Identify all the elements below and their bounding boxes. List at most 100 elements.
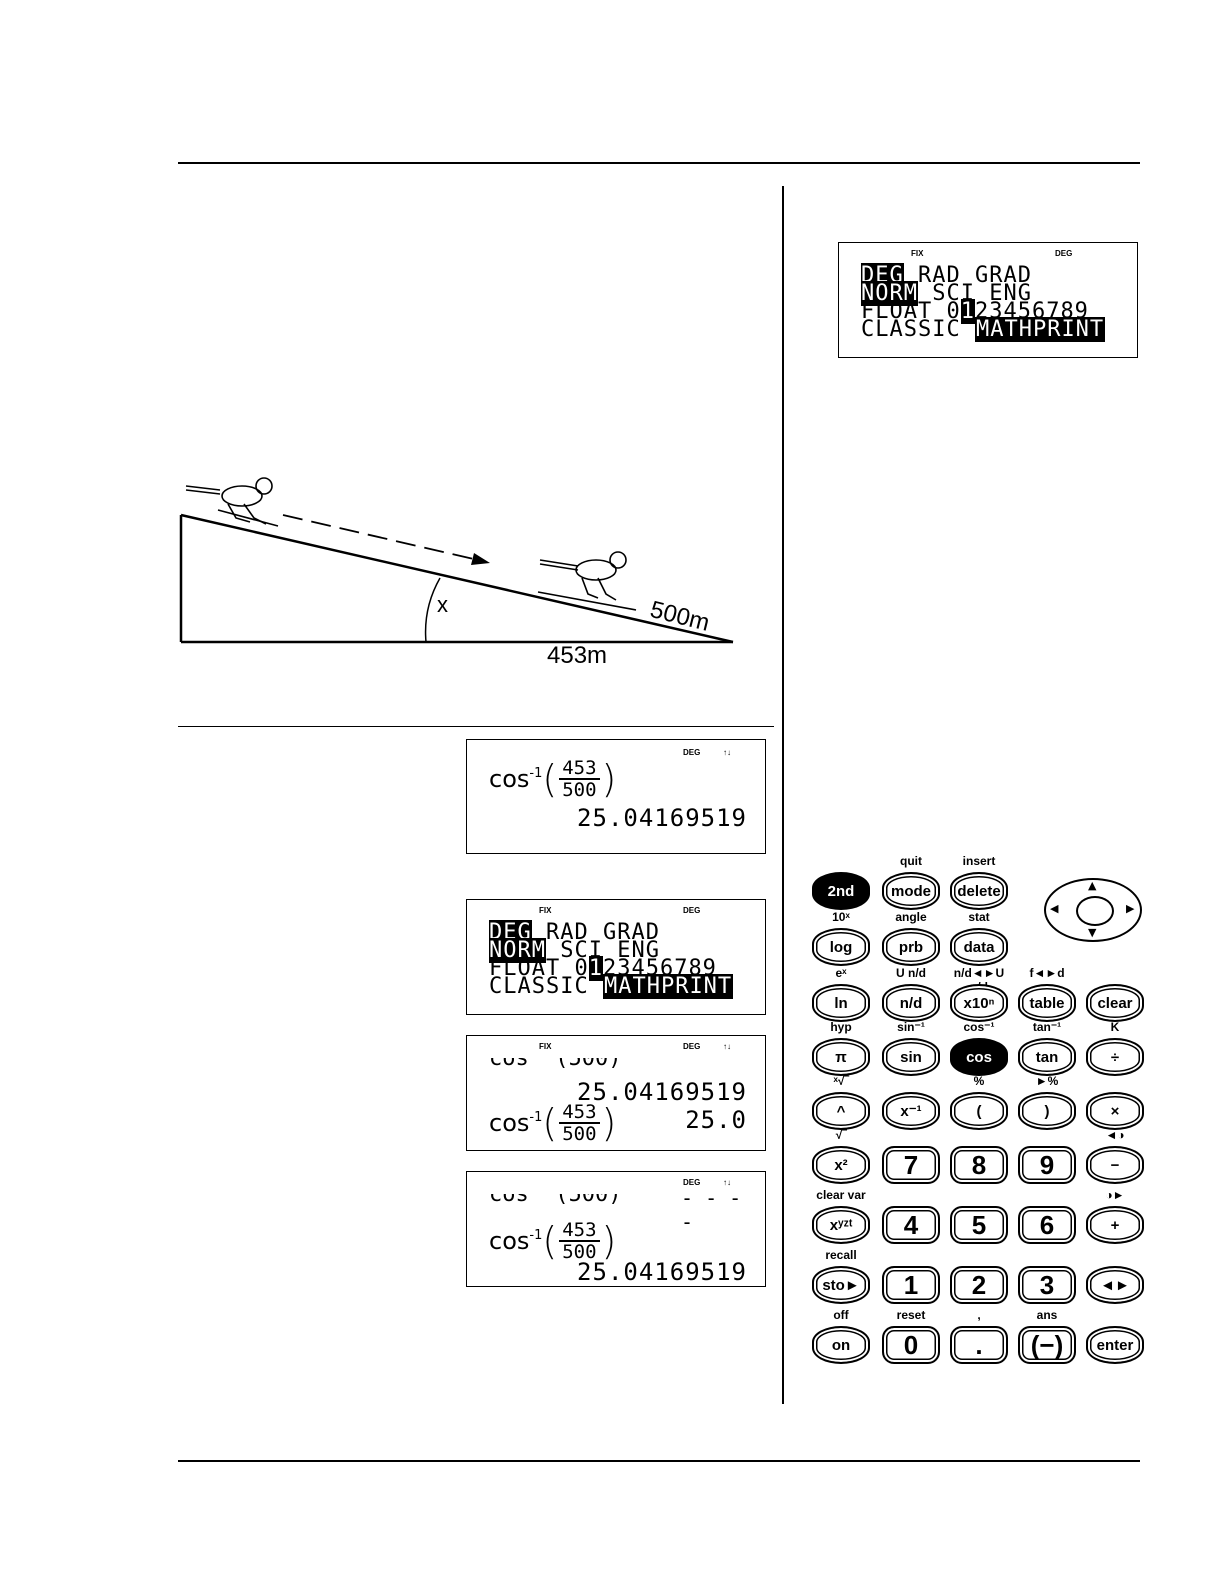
key-x[interactable]: xʸᶻᵗ — [812, 1206, 870, 1244]
key-7[interactable]: 7 — [882, 1146, 940, 1184]
right-arrow-icon: ▶ — [1126, 902, 1135, 915]
key-2[interactable]: 2 — [950, 1266, 1008, 1304]
second-function-label: % — [973, 1074, 985, 1088]
second-function-label: quit — [900, 854, 922, 868]
deg-indicator: DEG — [683, 748, 701, 757]
key-clear[interactable]: clear — [1086, 984, 1144, 1022]
scroll-indicator: ↑↓ — [723, 1178, 731, 1187]
deg-indicator: DEG — [683, 906, 701, 915]
second-function-label: angle — [895, 910, 927, 924]
key-mode[interactable]: mode — [882, 872, 940, 910]
key-key[interactable]: ^ — [812, 1092, 870, 1130]
key-sin[interactable]: sin — [882, 1038, 940, 1076]
mode-screen-top: FIX DEG DEG RAD GRAD NORM SCI ENG FLOAT … — [838, 242, 1138, 358]
key-key[interactable]: ) — [1018, 1092, 1076, 1130]
rounded-result: 25.0 — [685, 1106, 747, 1134]
second-function-label: √‾ — [835, 1128, 847, 1142]
deg-indicator: DEG — [683, 1042, 701, 1051]
second-function-label: stat — [968, 910, 990, 924]
second-function-label: sin⁻¹ — [897, 1020, 925, 1034]
down-arrow-icon: ▼ — [1088, 926, 1097, 939]
scroll-indicator: ↑↓ — [723, 748, 731, 757]
key-sto[interactable]: sto► — [812, 1266, 870, 1304]
skier-top — [185, 477, 279, 527]
key-n-d[interactable]: n/d — [882, 984, 940, 1022]
display-mode-line: CLASSIC MATHPRINT — [489, 974, 734, 999]
second-function-label: ◄◑ — [1105, 1128, 1125, 1142]
fix-indicator: FIX — [911, 249, 924, 258]
key-key[interactable]: × — [1086, 1092, 1144, 1130]
key-log[interactable]: log — [812, 928, 870, 966]
calculator-keypad: ▲ ▼ ◀ ▶ 2nd quit mode insert delete 10ˣ log ang… — [800, 850, 1160, 1370]
second-function-label: eˣ — [835, 966, 847, 980]
key-6[interactable]: 6 — [1018, 1206, 1076, 1244]
key-key[interactable]: ÷ — [1086, 1038, 1144, 1076]
skier-bottom — [537, 551, 637, 611]
key-8[interactable]: 8 — [950, 1146, 1008, 1184]
key-enter[interactable]: enter — [1086, 1326, 1144, 1364]
second-function-label: ►% — [1035, 1074, 1059, 1088]
arrow-pad-center[interactable] — [1076, 896, 1114, 926]
key-data[interactable]: data — [950, 928, 1008, 966]
second-function-label: off — [833, 1308, 849, 1322]
deg-indicator: DEG — [1055, 249, 1073, 258]
key-3[interactable]: 3 — [1018, 1266, 1076, 1304]
second-function-label: hyp — [830, 1020, 852, 1034]
key-cos[interactable]: cos — [950, 1038, 1008, 1076]
second-function-label: clear var — [816, 1188, 866, 1202]
key-ln[interactable]: ln — [812, 984, 870, 1022]
key-0[interactable]: 0 — [882, 1326, 940, 1364]
key-delete[interactable]: delete — [950, 872, 1008, 910]
vertical-divider — [782, 186, 784, 1404]
up-arrow-icon: ▲ — [1088, 879, 1097, 892]
deg-indicator: DEG — [683, 1178, 701, 1187]
second-function-label: , — [977, 1308, 981, 1322]
key-key[interactable]: (−) — [1018, 1326, 1076, 1364]
key-table[interactable]: table — [1018, 984, 1076, 1022]
key-key[interactable]: . — [950, 1326, 1008, 1364]
second-function-label: 10ˣ — [832, 910, 850, 924]
previous-entry-partial: cos⁻¹(500) — [489, 1046, 622, 1071]
second-function-label: recall — [825, 1248, 857, 1262]
key-key[interactable]: − — [1086, 1146, 1144, 1184]
notation-mode-line: NORM SCI ENG — [861, 281, 1032, 306]
key-1[interactable]: 1 — [882, 1266, 940, 1304]
key-tan[interactable]: tan — [1018, 1038, 1076, 1076]
second-function-label: K — [1110, 1020, 1120, 1034]
key-key[interactable]: ◄► — [1086, 1266, 1144, 1304]
key-key[interactable]: π — [812, 1038, 870, 1076]
previous-entry-partial: cos⁻¹(500) — [489, 1182, 622, 1207]
previous-result: 25.04169519 — [577, 1078, 747, 1106]
ski-slope-diagram — [179, 477, 734, 644]
second-function-label: insert — [962, 854, 996, 868]
calc-screen-3: FIX DEG ↑↓ cos⁻¹(500) 25.04169519 cos-1 … — [466, 1035, 766, 1151]
key-key[interactable]: ( — [950, 1092, 1008, 1130]
key-key[interactable]: + — [1086, 1206, 1144, 1244]
second-function-label: reset — [896, 1308, 926, 1322]
key-x[interactable]: x⁻¹ — [882, 1092, 940, 1130]
notation-mode-line: NORM SCI ENG — [489, 938, 660, 963]
mid-rule — [178, 726, 774, 727]
second-function-label: f◄►d — [1029, 966, 1065, 980]
mode-screen-2: FIX DEG DEG RAD GRAD NORM SCI ENG FLOAT … — [466, 899, 766, 1015]
key-5[interactable]: 5 — [950, 1206, 1008, 1244]
fix-indicator: FIX — [539, 1042, 552, 1051]
key-x[interactable]: x² — [812, 1146, 870, 1184]
second-function-label: ◑► — [1105, 1188, 1125, 1202]
key-9[interactable]: 9 — [1018, 1146, 1076, 1184]
key-2nd[interactable]: 2nd — [812, 872, 870, 910]
result-value: 25.04169519 — [577, 804, 747, 832]
arrow-pad[interactable]: ▲ ▼ ◀ ▶ — [1044, 878, 1142, 942]
dash-row: - - - - — [681, 1186, 742, 1234]
key-on[interactable]: on — [812, 1326, 870, 1364]
key-prb[interactable]: prb — [882, 928, 940, 966]
key-4[interactable]: 4 — [882, 1206, 940, 1244]
key-x10[interactable]: x10ⁿ — [950, 984, 1008, 1022]
second-function-label: cos⁻¹ — [963, 1020, 995, 1034]
left-arrow-icon: ◀ — [1050, 902, 1059, 915]
